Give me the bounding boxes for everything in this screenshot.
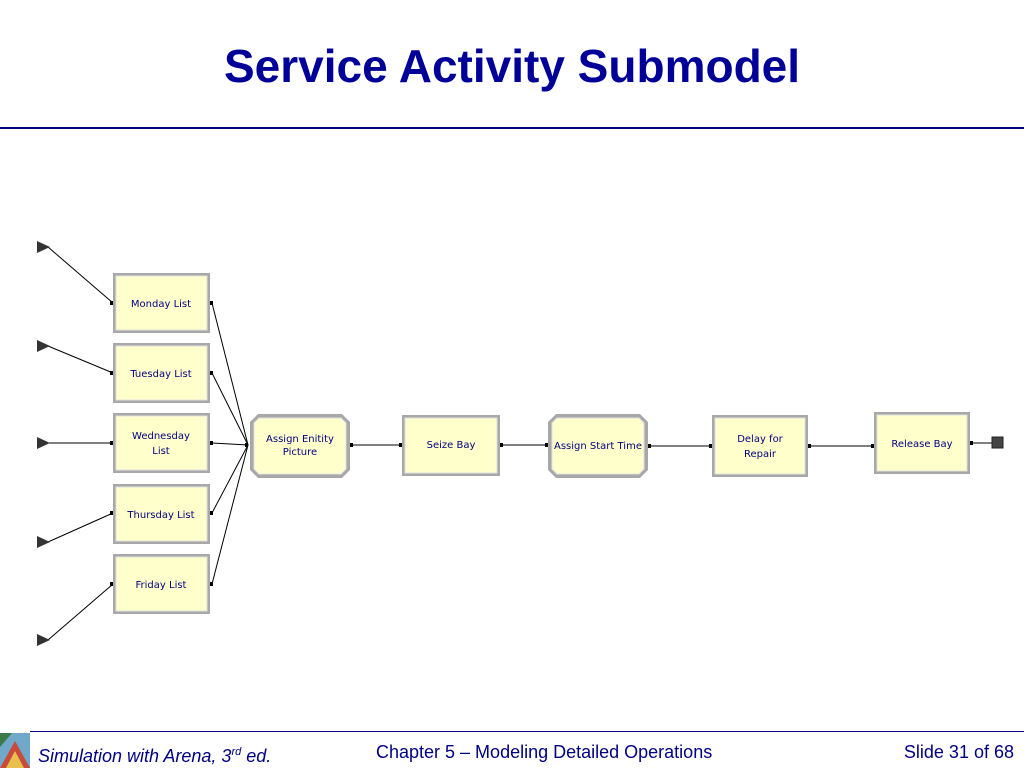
module-label: Friday List [136,580,187,591]
module-label: Picture [283,447,317,458]
module-thursday-list[interactable]: Thursday List [113,484,210,544]
arena-logo-icon [0,733,30,768]
title-divider [0,127,1024,129]
footer-book-title: Simulation with Arena, 3rd ed. [38,746,272,766]
exit-marker-icon [991,436,1004,449]
module-seize-bay[interactable]: Seize Bay [402,415,500,476]
module-label: Release Bay [891,439,952,450]
footer-slide-number: Slide 31 of 68 [903,742,1014,762]
entry-marker-icon [37,536,50,548]
flow-connectors [350,442,992,447]
module-tuesday-list[interactable]: Tuesday List [113,343,210,403]
entry-marker-icon [37,634,50,646]
entry-marker-icon [37,437,50,449]
entry-marker-icon [37,340,50,352]
entry-marker-icon [37,241,50,253]
module-label: Monday List [131,299,191,310]
module-wednesday-list[interactable]: Wednesday List [113,413,210,473]
module-label: Delay for [737,434,783,445]
module-label: Tuesday List [129,369,191,380]
module-label: Wednesday [132,431,190,442]
module-release-bay[interactable]: Release Bay [874,412,970,474]
module-label: List [152,446,170,457]
module-assign-entity-picture[interactable]: Assign Enitity Picture [250,414,350,478]
module-friday-list[interactable]: Friday List [113,554,210,614]
footer-divider [30,731,1024,732]
slide-title: Service Activity Submodel [223,40,801,92]
entry-triangles [37,241,50,646]
entry-connectors [47,246,114,641]
module-assign-start-time[interactable]: Assign Start Time [548,414,648,478]
module-label: Thursday List [126,510,194,521]
footer-chapter: Chapter 5 – Modeling Detailed Operations [376,742,713,762]
module-label: Repair [744,449,777,460]
module-label: Seize Bay [427,440,476,451]
connector-dots [110,301,973,586]
module-delay-for-repair[interactable]: Delay for Repair [712,415,808,477]
fan-in-connectors [211,302,249,585]
module-label: Assign Start Time [554,441,642,452]
module-monday-list[interactable]: Monday List [113,273,210,333]
module-label: Assign Enitity [266,434,334,445]
